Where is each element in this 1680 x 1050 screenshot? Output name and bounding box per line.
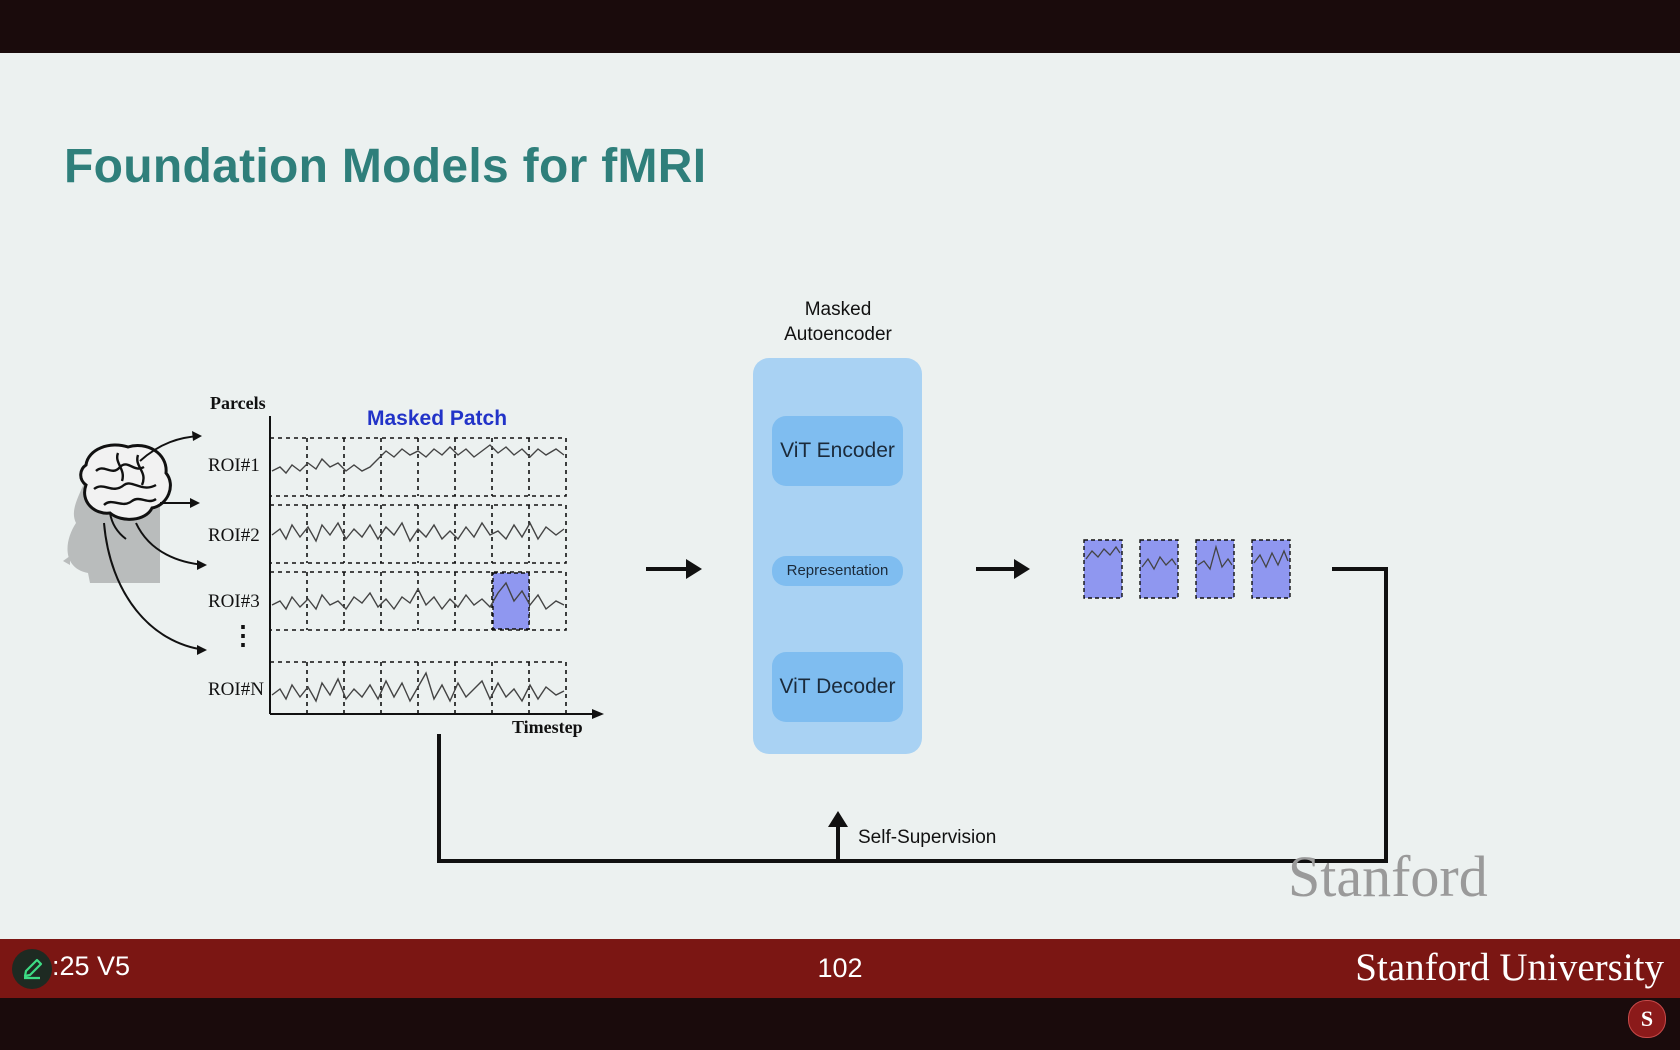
vit-encoder-block: ViT Encoder — [772, 416, 903, 486]
mae-title: Masked Autoencoder — [760, 297, 916, 347]
head-brain-icon — [63, 443, 172, 583]
page-number: 102 — [817, 953, 863, 983]
self-supervision-label: Self-Supervision — [858, 827, 997, 848]
flow-arrow-1 — [646, 559, 702, 579]
roi-signals — [271, 444, 565, 703]
mae-title-line2: Autoencoder — [784, 324, 892, 345]
slide: Foundation Models for fMRI — [0, 53, 1680, 939]
roi-ellipsis: ⋮ — [230, 621, 256, 650]
video-bottom-bar — [0, 998, 1680, 1050]
edit-button[interactable] — [12, 949, 52, 989]
roi-label-n: ROI#N — [208, 679, 264, 700]
diagram — [63, 416, 1388, 863]
mae-title-line1: Masked — [804, 299, 872, 320]
slide-footer: :25 V5 102 Stanford University — [0, 939, 1680, 998]
representation-block: Representation — [772, 556, 903, 586]
reconstructed-patches — [1083, 539, 1291, 599]
slide-title: Foundation Models for fMRI — [64, 140, 707, 193]
edit-pencil-icon — [23, 958, 43, 980]
parcels-label: Parcels — [210, 393, 266, 413]
flow-arrow-2 — [976, 559, 1030, 579]
chart-axes — [269, 416, 596, 715]
stanford-watermark: Stanford — [1288, 844, 1488, 909]
course-code: :25 V5 — [52, 951, 131, 981]
masked-patch-highlight — [492, 572, 530, 630]
timestep-label: Timestep — [512, 717, 583, 737]
roi-arrowheads — [190, 431, 207, 655]
masked-patch-label: Masked Patch — [367, 407, 508, 430]
roi-label-3: ROI#3 — [208, 591, 260, 612]
stanford-logo-icon: S — [1628, 1000, 1666, 1038]
self-supervision-loop — [437, 567, 1388, 863]
video-top-bar — [0, 0, 1680, 53]
vit-decoder-block: ViT Decoder — [772, 652, 903, 722]
timestep-arrowhead — [592, 709, 604, 719]
self-supervision-arrowhead — [828, 811, 848, 827]
university-name: Stanford University — [1355, 946, 1664, 989]
roi-label-1: ROI#1 — [208, 455, 260, 476]
roi-label-2: ROI#2 — [208, 525, 260, 546]
